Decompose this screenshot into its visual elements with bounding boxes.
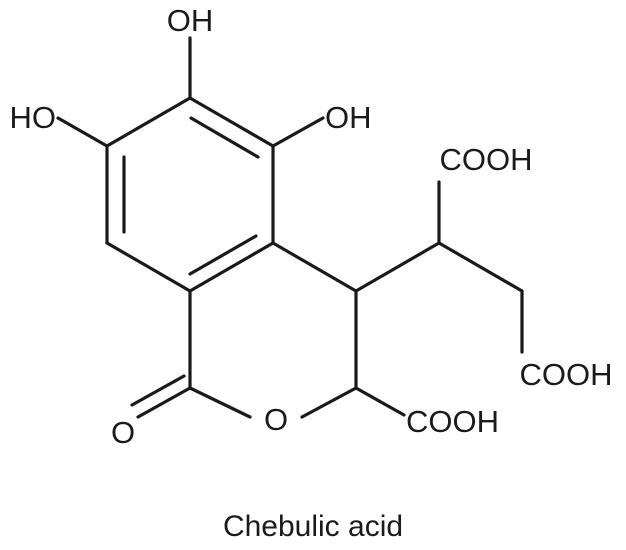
lactone-ring xyxy=(130,241,358,419)
label-oh-top: OH xyxy=(167,3,214,38)
label-cooh-middle: COOH xyxy=(520,357,613,392)
bond-ring-o-c1 xyxy=(188,386,252,419)
bond-c3-ring-o xyxy=(300,386,358,419)
bond-carbonyl-a xyxy=(136,386,192,419)
ring-bond-bottom-left xyxy=(105,241,192,293)
bond-oh-left xyxy=(56,116,109,148)
side-chain xyxy=(354,180,524,417)
ring-bond-bottom-right xyxy=(188,241,275,293)
label-carbonyl-o: O xyxy=(111,415,135,450)
bond-c3-cooh xyxy=(354,386,406,417)
bond-c4-ch xyxy=(354,241,441,293)
bond-ch-ch2 xyxy=(437,241,524,293)
label-cooh-lower: COOH xyxy=(406,404,499,439)
bond-oh-right xyxy=(271,116,325,148)
aromatic-ring xyxy=(105,96,275,293)
ring-bond-top-left xyxy=(105,96,192,148)
bond-carbonyl-b xyxy=(130,374,186,407)
ring-double-bond-top xyxy=(189,116,260,159)
ring-bond-top-right xyxy=(188,96,275,148)
label-oh-left: HO xyxy=(10,100,57,135)
ring-double-bond-bottom xyxy=(188,234,258,276)
molecule-name-caption: Chebulic acid xyxy=(223,510,403,543)
label-cooh-upper: COOH xyxy=(440,142,533,177)
bond-aryl-c4 xyxy=(271,241,358,293)
label-ring-o: O xyxy=(264,402,288,437)
label-oh-right: OH xyxy=(325,100,372,135)
